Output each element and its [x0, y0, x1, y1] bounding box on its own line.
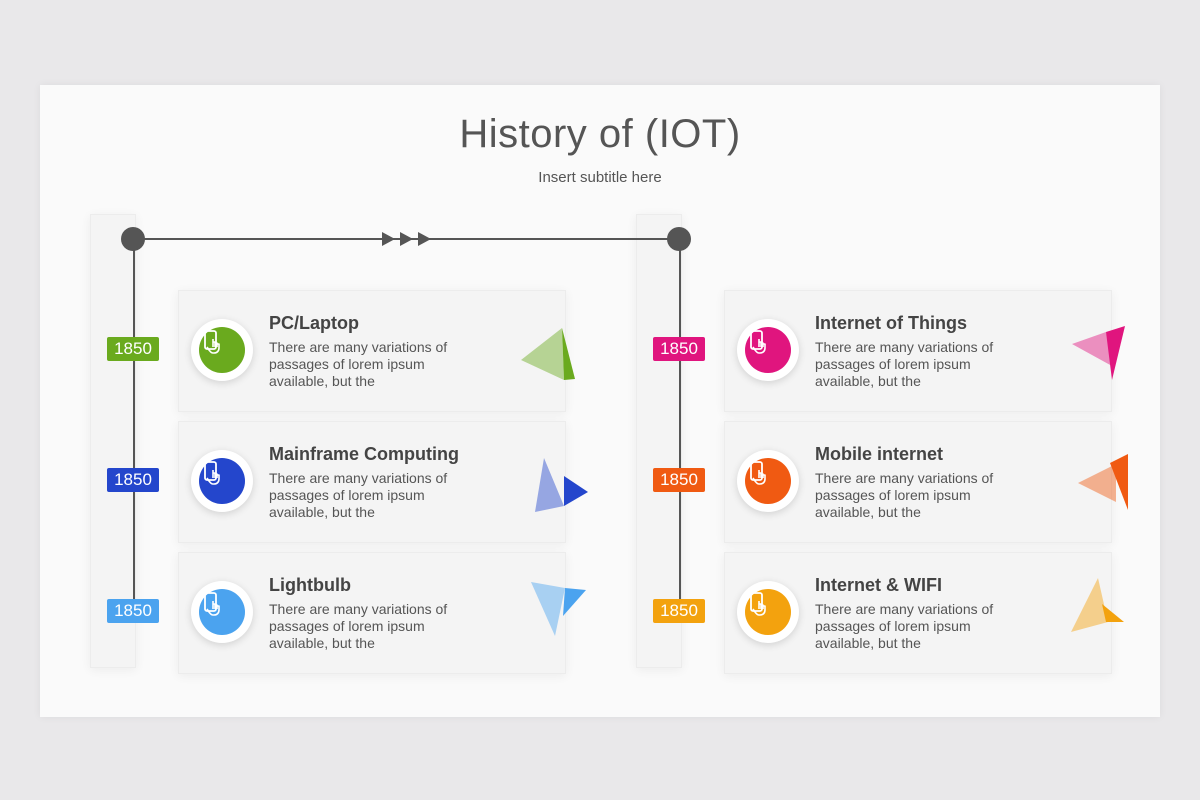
icon-circle [191, 581, 253, 643]
card-title: Mobile internet [815, 444, 944, 464]
card-description: There are many variations of passages of… [815, 601, 994, 651]
icon-circle [737, 450, 799, 512]
card-title: Internet & WIFI [815, 575, 942, 595]
timeline-rail-left [90, 214, 136, 668]
timeline-card-pc-laptop: PC/Laptop There are many variations of p… [178, 290, 566, 412]
year-badge: 1850 [107, 337, 159, 361]
icon-circle [737, 319, 799, 381]
icon-circle [191, 450, 253, 512]
timeline-card-internet-wifi: Internet & WIFI There are many variation… [724, 552, 1112, 674]
decorative-triangle-pink [1072, 326, 1125, 380]
year-badge: 1850 [653, 468, 705, 492]
year-badge: 1850 [653, 599, 705, 623]
touch-phone-icon [750, 330, 766, 354]
card-description: There are many variations of passages of… [815, 339, 994, 389]
card-title: Internet of Things [815, 313, 967, 333]
timeline-line-left [133, 239, 135, 612]
timeline-node-left [121, 227, 145, 251]
touch-phone-icon [204, 330, 220, 354]
timeline-card-mobile-internet: Mobile internet There are many variation… [724, 421, 1112, 543]
decorative-triangle-blue [535, 458, 588, 512]
touch-phone-icon [204, 592, 220, 616]
timeline-card-lightbulb: Lightbulb There are many variations of p… [178, 552, 566, 674]
page-subtitle: Insert subtitle here [538, 169, 662, 186]
timeline-line-right [679, 239, 681, 612]
decorative-triangle-orange [1078, 454, 1128, 510]
card-description: There are many variations of passages of… [269, 470, 448, 520]
timeline-card-internet-of-things: Internet of Things There are many variat… [724, 290, 1112, 412]
card-title: Mainframe Computing [269, 444, 460, 464]
decorative-triangle-light-blue [531, 582, 586, 636]
year-badge: 1850 [107, 599, 159, 623]
touch-phone-icon [750, 592, 766, 616]
year-badge: 1850 [653, 337, 705, 361]
card-description: There are many variations of passages of… [815, 470, 994, 520]
page-title: History of (IOT) [459, 112, 741, 156]
decorative-triangle-yellow [1071, 578, 1124, 632]
icon-circle [191, 319, 253, 381]
card-description: There are many variations of passages of… [269, 601, 448, 651]
touch-phone-icon [204, 461, 220, 485]
decorative-triangle-green [521, 328, 575, 380]
card-title: Lightbulb [269, 575, 351, 595]
touch-phone-icon [750, 461, 766, 485]
timeline-card-mainframe-computing: Mainframe Computing There are many varia… [178, 421, 566, 543]
card-description: There are many variations of passages of… [269, 339, 448, 389]
timeline-rail-right [636, 214, 682, 668]
timeline-node-right [667, 227, 691, 251]
direction-arrows-icon [382, 232, 431, 246]
year-badge: 1850 [107, 468, 159, 492]
card-title: PC/Laptop [269, 313, 359, 333]
icon-circle [737, 581, 799, 643]
